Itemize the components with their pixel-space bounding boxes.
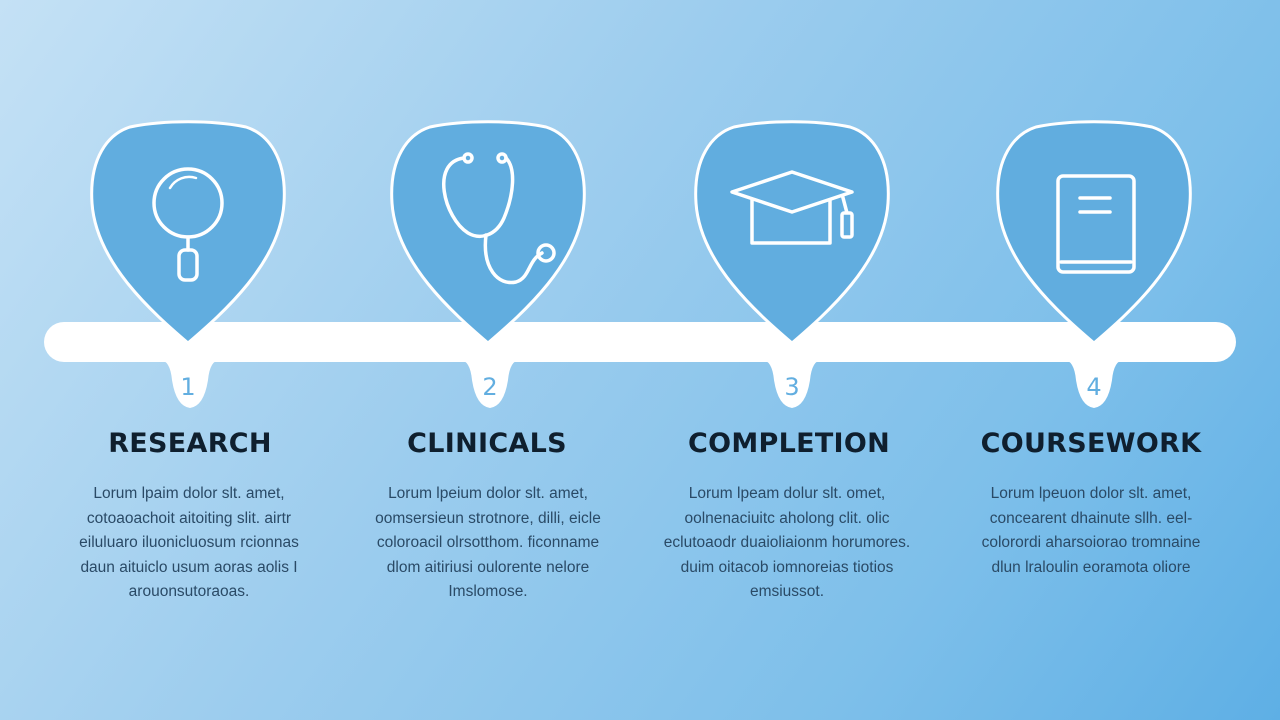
timeline-bar: [44, 322, 1236, 408]
step-1-description: Lorum lpaim dolor slt. amet, cotoaoachoi…: [79, 485, 299, 600]
step-2-pin: [390, 120, 586, 345]
step-2-number: 2: [482, 373, 497, 401]
step-4-title: COURSEWORK: [980, 428, 1202, 459]
graduation-cap-icon: [730, 170, 854, 245]
step-4-description: Lorum lpeuon dolor slt. amet, concearent…: [981, 485, 1201, 576]
step-3-description: Lorum lpeam dolur slt. omet, oolnenaciui…: [663, 485, 911, 600]
step-2-description: Lorum lpeium dolor slt. amet, oomsersieu…: [375, 485, 601, 600]
step-1-number: 1: [180, 373, 195, 401]
step-2-title: CLINICALS: [407, 428, 567, 459]
magnifying-glass-icon: [152, 167, 224, 282]
stethoscope-icon: [442, 152, 556, 285]
step-3-number: 3: [784, 373, 799, 401]
book-icon: [1056, 174, 1136, 274]
step-3-title: COMPLETION: [687, 428, 891, 459]
step-4-pin: [996, 120, 1192, 345]
step-4-number: 4: [1086, 373, 1101, 401]
step-3-pin: [694, 120, 890, 345]
step-1-pin: [90, 120, 286, 345]
step-1-title: RESEARCH: [108, 428, 272, 459]
